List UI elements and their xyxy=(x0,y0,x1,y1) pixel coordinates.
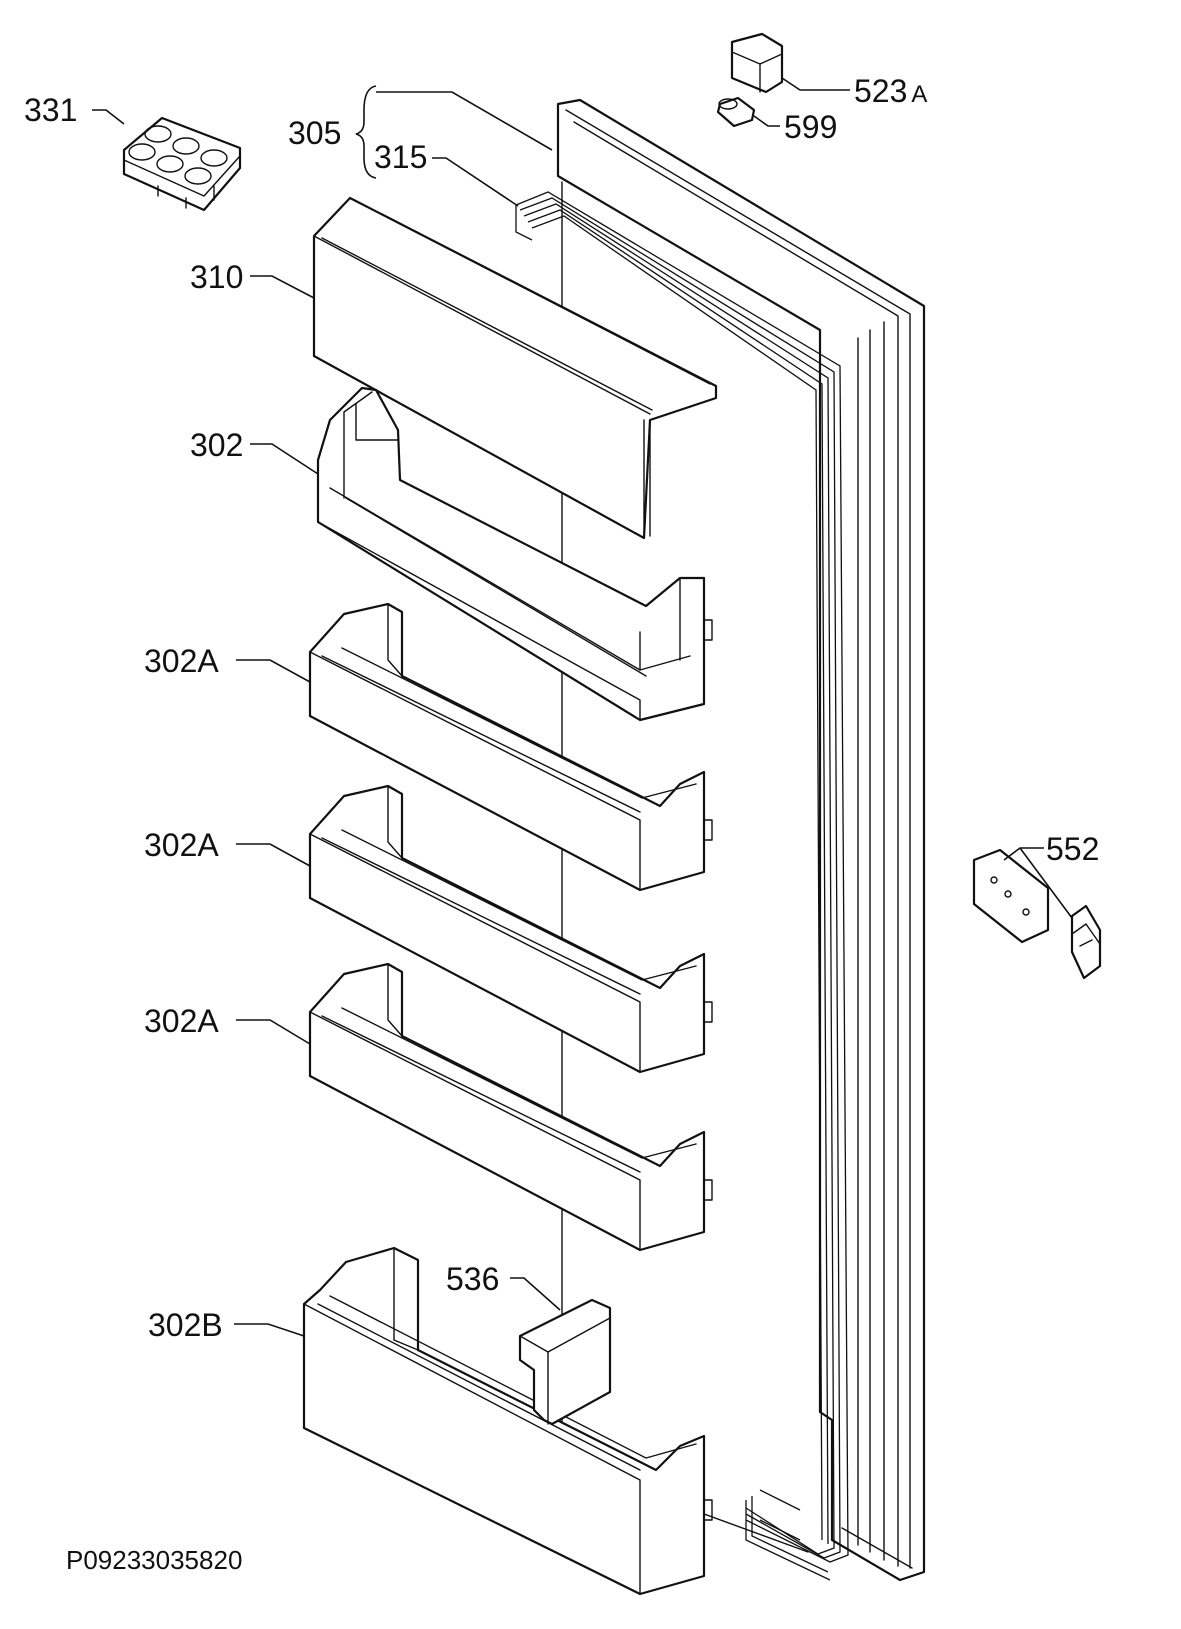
callout-315: 315 xyxy=(374,139,427,175)
door-bin-1 xyxy=(308,602,713,892)
hinge-pin xyxy=(716,96,756,128)
dairy-cover xyxy=(312,196,718,540)
callout-302a-2: 302A xyxy=(144,827,219,863)
callout-310: 310 xyxy=(190,259,243,295)
leader-lines xyxy=(92,77,1073,1337)
callout-552: 552 xyxy=(1046,831,1099,867)
door-gasket xyxy=(515,191,849,1581)
callout-599: 599 xyxy=(784,109,837,145)
egg-tray xyxy=(122,116,242,212)
callout-302b: 302B xyxy=(148,1307,223,1343)
callout-331: 331 xyxy=(24,92,77,128)
door-bin-2 xyxy=(308,784,713,1074)
drawing-reference-number: P09233035820 xyxy=(66,1545,242,1575)
callout-523a-number: 523 xyxy=(854,73,907,109)
hinge-cover xyxy=(730,32,784,94)
callout-302: 302 xyxy=(190,427,243,463)
callout-536: 536 xyxy=(446,1261,499,1297)
callout-302a-1: 302A xyxy=(144,643,219,679)
hinge-bracket-plate xyxy=(972,848,1050,944)
callout-523a-suffix: A xyxy=(911,81,927,108)
dairy-shelf xyxy=(316,386,713,722)
callout-305: 305 xyxy=(288,115,341,151)
bottle-divider xyxy=(518,1298,612,1426)
hinge-bracket-angle xyxy=(1070,904,1102,980)
callout-labels: 331 305 315 310 302 302A 302A 302A 302B … xyxy=(24,73,1099,1575)
callout-302a-3: 302A xyxy=(144,1003,219,1039)
bottle-bin xyxy=(302,1246,713,1596)
door-bin-3 xyxy=(308,962,713,1252)
